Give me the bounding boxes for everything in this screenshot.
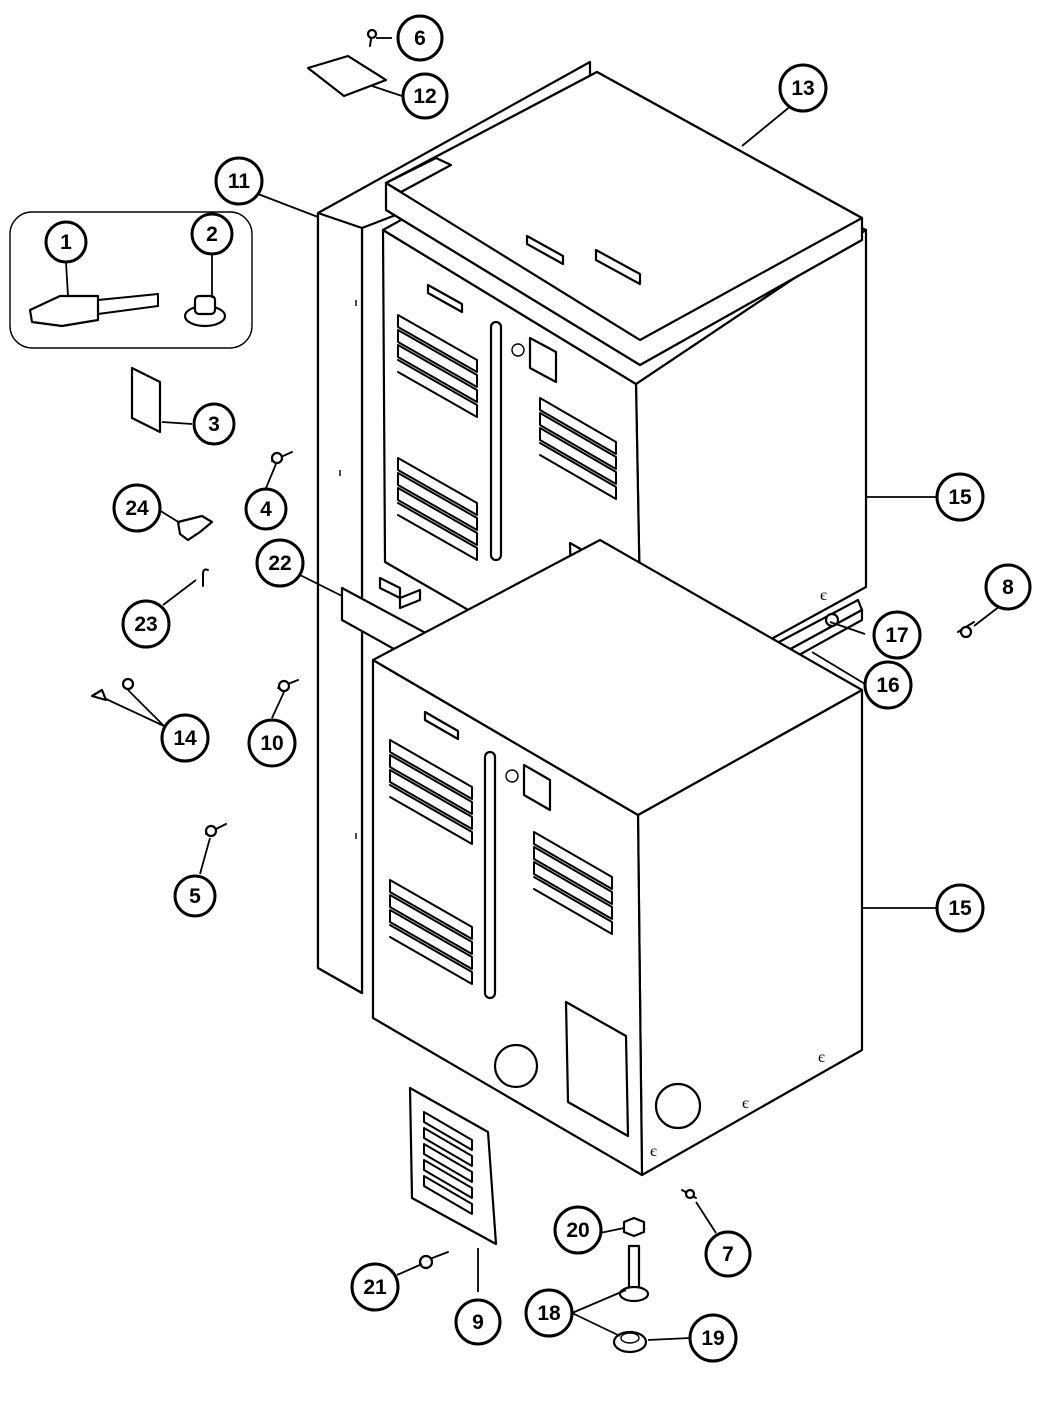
callout-label-8: 8 bbox=[1002, 576, 1014, 599]
callout-label-5: 5 bbox=[189, 885, 201, 908]
callout-1: 1 bbox=[44, 220, 88, 264]
callout-label-7: 7 bbox=[722, 1243, 734, 1266]
callout-11: 11 bbox=[214, 156, 264, 206]
callout-3: 3 bbox=[192, 402, 236, 446]
screw bbox=[681, 1188, 697, 1200]
callout-8: 8 bbox=[984, 563, 1032, 611]
upper-louvers-left-top bbox=[397, 314, 478, 418]
lower-louvers-left-bottom bbox=[389, 879, 473, 985]
cover-plate bbox=[306, 54, 388, 98]
callout-label-17: 17 bbox=[885, 624, 908, 647]
svg-text:є: є bbox=[650, 1143, 657, 1160]
callout-24: 24 bbox=[112, 483, 162, 533]
callout-label-18: 18 bbox=[537, 1302, 561, 1325]
screw-set bbox=[90, 677, 135, 702]
callout-label-11: 11 bbox=[228, 170, 251, 193]
svg-text:є: є bbox=[820, 587, 827, 604]
callout-7: 7 bbox=[704, 1230, 752, 1278]
foot-cup bbox=[612, 1330, 648, 1354]
callout-14: 14 bbox=[160, 713, 210, 763]
callout-15-upper: 15 bbox=[935, 472, 985, 522]
callout-20: 20 bbox=[553, 1205, 603, 1255]
lower-louvers-right bbox=[533, 831, 613, 935]
callout-2: 2 bbox=[190, 212, 234, 256]
svg-text:є: є bbox=[742, 1095, 749, 1112]
callout-17: 17 bbox=[872, 610, 922, 660]
callout-6: 6 bbox=[396, 14, 444, 62]
louvered-panel bbox=[408, 1086, 498, 1246]
callout-label-4: 4 bbox=[260, 498, 272, 521]
callout-23: 23 bbox=[121, 599, 171, 649]
callout-label-23: 23 bbox=[134, 613, 157, 636]
callout-label-16: 16 bbox=[876, 674, 899, 697]
svg-text:є: є bbox=[818, 1049, 825, 1066]
screw bbox=[270, 451, 293, 465]
strain-relief bbox=[183, 294, 227, 328]
screw bbox=[418, 1251, 449, 1270]
callout-label-15-lower: 15 bbox=[948, 897, 972, 920]
callout-label-20: 20 bbox=[566, 1219, 589, 1242]
callout-label-6: 6 bbox=[414, 27, 426, 50]
callout-label-15-upper: 15 bbox=[948, 486, 972, 509]
screw bbox=[366, 28, 378, 47]
hook bbox=[202, 568, 209, 587]
nut bbox=[622, 1216, 646, 1238]
lower-louvers-left-top bbox=[389, 739, 473, 845]
callout-4: 4 bbox=[244, 487, 288, 531]
upper-louvers-left-bottom bbox=[397, 457, 478, 561]
callout-15-lower: 15 bbox=[935, 883, 985, 933]
callout-label-2: 2 bbox=[206, 223, 218, 246]
callout-label-22: 22 bbox=[268, 552, 291, 575]
callout-22: 22 bbox=[255, 538, 305, 588]
leveling-leg bbox=[618, 1244, 650, 1303]
callout-13: 13 bbox=[778, 63, 828, 113]
top-cover bbox=[384, 70, 864, 367]
callout-12: 12 bbox=[401, 72, 449, 120]
clip bbox=[176, 514, 214, 542]
callout-label-3: 3 bbox=[208, 413, 220, 436]
callout-label-24: 24 bbox=[125, 497, 149, 520]
screw bbox=[957, 621, 975, 639]
callout-19: 19 bbox=[688, 1313, 738, 1363]
callout-label-10: 10 bbox=[260, 732, 283, 755]
callouts: 1 2 3 4 5 6 7 8 9 10 11 12 13 14 15 bbox=[44, 14, 1032, 1363]
bracket bbox=[130, 366, 162, 434]
screw bbox=[277, 679, 299, 693]
callout-label-9: 9 bbox=[472, 1311, 484, 1334]
upper-louvers-right bbox=[539, 397, 617, 500]
callout-label-19: 19 bbox=[701, 1327, 724, 1350]
callout-18: 18 bbox=[524, 1288, 574, 1338]
callout-label-21: 21 bbox=[363, 1276, 387, 1299]
callout-label-12: 12 bbox=[413, 85, 436, 108]
callout-16: 16 bbox=[863, 660, 913, 710]
callout-label-14: 14 bbox=[173, 727, 197, 750]
power-cord bbox=[28, 293, 159, 328]
callout-5: 5 bbox=[173, 874, 217, 918]
callout-9: 9 bbox=[454, 1298, 502, 1346]
callout-label-13: 13 bbox=[791, 77, 814, 100]
screw bbox=[204, 823, 227, 838]
lower-cabinet: є є є bbox=[371, 538, 864, 1177]
callout-21: 21 bbox=[350, 1262, 400, 1312]
leader-lines bbox=[65, 37, 1001, 1341]
callout-label-1: 1 bbox=[60, 231, 72, 254]
inset-frame bbox=[9, 211, 253, 349]
callout-10: 10 bbox=[247, 718, 297, 768]
side-panel bbox=[316, 60, 592, 995]
